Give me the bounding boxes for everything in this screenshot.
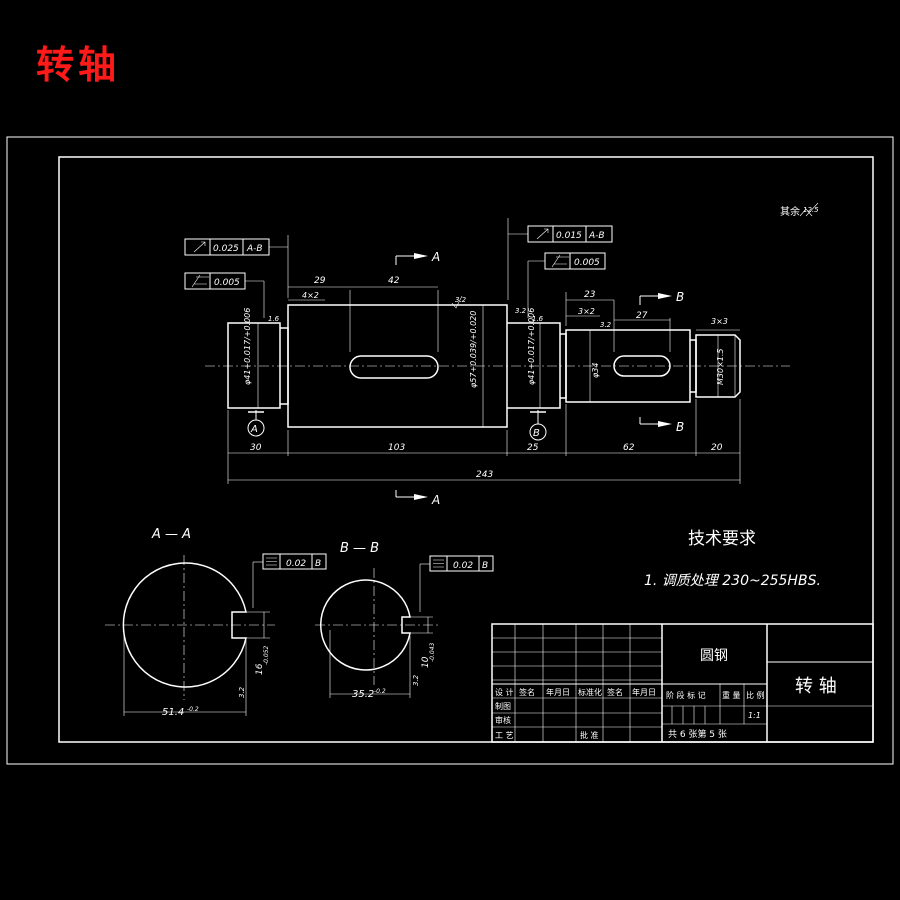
svg-text:3.2: 3.2 <box>515 307 527 315</box>
svg-text:0.005: 0.005 <box>214 278 240 288</box>
svg-text:A-B: A-B <box>246 244 263 254</box>
svg-text:-0.043: -0.043 <box>429 642 436 662</box>
section-cut-a-top: A <box>395 250 440 265</box>
tol-cyl-left: 0.005 <box>184 272 265 318</box>
svg-text:B: B <box>676 290 684 304</box>
tb-col-date: 年月日 <box>546 687 570 697</box>
dim-243: 243 <box>476 470 493 480</box>
tb-row-design: 设 计 <box>495 687 514 697</box>
svg-text:35.2: 35.2 <box>352 689 374 700</box>
dim-3x2: 3×2 <box>578 307 595 316</box>
svg-text:B: B <box>676 420 684 434</box>
dim-30: 30 <box>250 443 262 453</box>
svg-text:1.6: 1.6 <box>268 315 280 323</box>
svg-text:A: A <box>431 493 440 507</box>
section-cut-b-bottom: B <box>639 417 684 434</box>
svg-text:B: B <box>533 428 540 439</box>
tech-req-item-1: 1. 调质处理 230~255HBS. <box>644 573 821 589</box>
svg-text:3.2: 3.2 <box>600 321 612 329</box>
svg-text:-0.2: -0.2 <box>374 688 386 695</box>
keyway-right <box>613 355 671 377</box>
keyway-mid <box>349 355 439 379</box>
dim-dia-right-bearing: φ41+0.017/+0.006 <box>527 308 536 385</box>
svg-text:B: B <box>482 561 488 571</box>
title-part-name: 转 轴 <box>795 676 837 697</box>
svg-text:A: A <box>431 250 440 264</box>
tb-row-review: 审核 <box>495 715 511 725</box>
tb-scale: 比 例 <box>746 690 765 700</box>
tol-sym-a: 0.02 B <box>252 553 327 608</box>
svg-text:16: 16 <box>255 663 265 675</box>
svg-text:A-B: A-B <box>588 231 605 241</box>
svg-text:1.6: 1.6 <box>532 315 544 323</box>
svg-text:10: 10 <box>421 656 431 668</box>
tol-sym-b: 0.02 B <box>419 555 494 612</box>
svg-text:-0.2: -0.2 <box>187 706 199 713</box>
top-dimensions: 29 42 4×2 23 3×2 27 3×3 <box>287 235 740 352</box>
svg-text:3.2: 3.2 <box>412 674 420 686</box>
section-title-a: A — A <box>151 527 191 542</box>
dim-27: 27 <box>636 311 648 321</box>
svg-text:0.025: 0.025 <box>213 244 239 254</box>
dim-25: 25 <box>527 443 539 453</box>
tb-col-sign2: 签名 <box>607 687 623 697</box>
shaft-main-view <box>205 304 790 428</box>
roughness-note: 其余 <box>780 205 800 218</box>
dim-103: 103 <box>388 443 405 453</box>
svg-text:0.02: 0.02 <box>453 561 473 571</box>
section-title-b: B — B <box>340 541 379 556</box>
dim-dia-thread: M30×1.5 <box>716 348 725 385</box>
bottom-dimensions: 30 103 25 62 20 243 <box>227 399 741 484</box>
section-cut-b-top: B <box>639 290 684 305</box>
title-block <box>491 623 874 743</box>
tb-weight: 重 量 <box>722 690 741 700</box>
datum-b-marker: B <box>529 410 547 441</box>
svg-text:B: B <box>315 559 321 569</box>
tb-approve: 批 准 <box>580 730 599 740</box>
tb-row-draw: 制图 <box>495 701 511 711</box>
tb-sheets: 共 6 张第 5 张 <box>668 728 727 740</box>
svg-text:51.4: 51.4 <box>162 707 184 718</box>
tol-runout-right: 0.015 A-B <box>507 218 613 300</box>
roughness-marks: 3.2 1.6 1.6 3.2 3.2 <box>268 295 612 329</box>
title-material: 圆钢 <box>700 648 728 664</box>
tb-scale-value: 1:1 <box>748 711 761 720</box>
svg-text:A: A <box>250 424 258 435</box>
dim-3x3: 3×3 <box>711 317 728 326</box>
tb-row-process: 工 艺 <box>495 731 514 740</box>
dim-23: 23 <box>584 290 596 300</box>
tb-col-sign: 签名 <box>519 687 535 697</box>
dim-4x2: 4×2 <box>302 291 319 300</box>
dim-20: 20 <box>711 443 723 453</box>
dim-29: 29 <box>314 276 326 286</box>
datum-a-marker: A <box>247 410 265 437</box>
outer-frame <box>6 136 894 765</box>
svg-text:3.2: 3.2 <box>455 296 467 304</box>
svg-text:3.2: 3.2 <box>238 686 246 698</box>
tb-stage-mark: 阶 段 标 记 <box>666 690 706 700</box>
svg-text:0.005: 0.005 <box>574 258 600 268</box>
drawing-border <box>58 156 874 743</box>
svg-text:-0.052: -0.052 <box>263 645 270 665</box>
section-cut-a-bottom: A <box>395 490 440 507</box>
svg-text:0.02: 0.02 <box>286 559 306 569</box>
dim-42: 42 <box>388 276 400 286</box>
roughness-note-value: 12.5 <box>803 206 819 214</box>
tol-runout-left: 0.025 A-B <box>184 238 288 256</box>
page-title: 转轴 <box>36 42 121 87</box>
dim-62: 62 <box>623 443 635 453</box>
tb-col-date2: 年月日 <box>632 687 656 697</box>
tb-col-std: 标准化 <box>578 687 602 697</box>
section-b-view: 35.2 -0.2 10 -0.043 3.2 <box>315 568 440 700</box>
tol-cyl-right: 0.005 <box>527 252 606 318</box>
dim-dia-mid: φ57+0.039/+0.020 <box>469 311 478 388</box>
tech-req-title: 技术要求 <box>688 529 756 549</box>
svg-text:0.015: 0.015 <box>556 231 582 241</box>
dim-dia-left: φ41+0.017/+0.006 <box>243 308 252 385</box>
section-a-view: 51.4 -0.2 16 -0.052 3.2 <box>105 555 275 718</box>
dim-dia-right: φ34 <box>591 363 600 378</box>
